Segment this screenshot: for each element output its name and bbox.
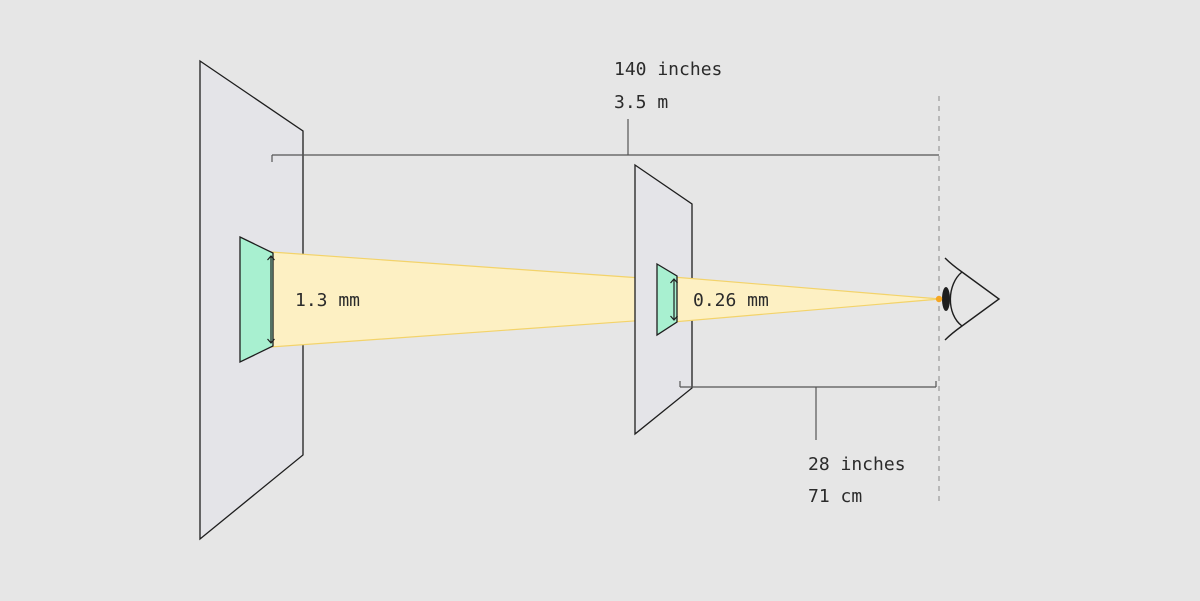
near-size-label: 0.26 mm bbox=[693, 290, 769, 311]
near-distance-metric-label: 71 cm bbox=[808, 486, 862, 507]
far-distance-dimension bbox=[271, 119, 939, 162]
near-size-arrow bbox=[670, 278, 678, 321]
far-distance-metric-label: 3.5 m bbox=[614, 92, 668, 113]
eye-focal-point bbox=[935, 295, 943, 303]
far-target-square bbox=[239, 235, 274, 364]
far-distance-imperial-label: 140 inches bbox=[614, 59, 722, 80]
far-size-label: 1.3 mm bbox=[295, 290, 360, 311]
near-distance-dimension bbox=[679, 381, 937, 440]
far-size-arrow bbox=[267, 255, 275, 344]
eye-icon bbox=[942, 257, 1001, 341]
near-distance-imperial-label: 28 inches bbox=[808, 454, 906, 475]
